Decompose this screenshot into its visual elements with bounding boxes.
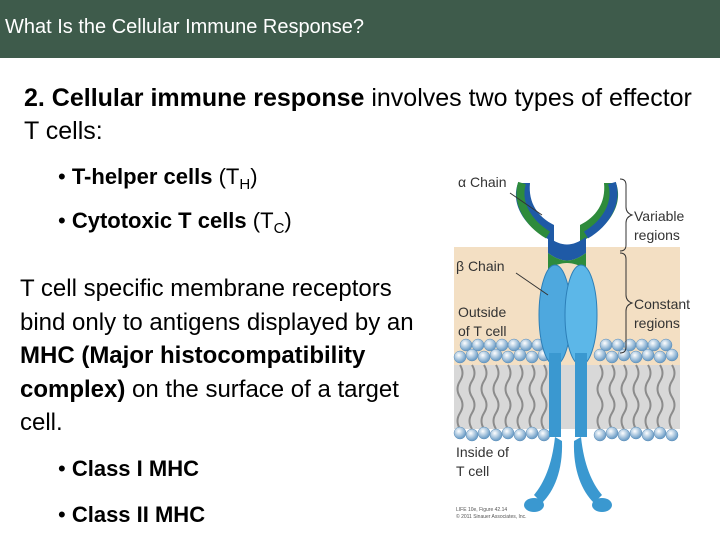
beta-pointer: [515, 272, 549, 296]
intro-bold: 2. Cellular immune response: [24, 84, 365, 112]
header-bar: What Is the Cellular Immune Response?: [0, 0, 720, 58]
t-helper-label: T-helper cells: [71, 164, 213, 189]
cytotoxic-label: Cytotoxic T cells: [71, 208, 247, 233]
t-helper-sub: H: [239, 176, 251, 193]
bullet-class-1: • Class I MHC: [58, 456, 199, 482]
body-text-1: T cell specific membrane receptors bind …: [20, 275, 414, 336]
variable-label-1: Variable: [634, 208, 685, 224]
phospholipid-tails: [454, 364, 680, 430]
bullet-dot: •: [58, 456, 66, 481]
inside-label-1: Inside of: [456, 444, 509, 460]
class-1-label: Class I MHC: [71, 456, 199, 481]
class-2-label: Class II MHC: [71, 502, 206, 527]
body-text-2: on the surface of a target cell.: [20, 375, 399, 437]
receptor-protein: [515, 181, 619, 512]
bullet-cytotoxic: • Cytotoxic T cells (TC): [58, 208, 292, 237]
body-paragraph: T cell specific membrane receptors bind …: [20, 272, 440, 440]
alpha-pointer: [509, 192, 543, 216]
intro-text: involves two types of effector T cells:: [24, 84, 692, 145]
figure-credit-1: LIFE 10e, Figure 42.14: [456, 507, 507, 513]
alpha-chain-label: α Chain: [458, 174, 507, 190]
bullet-dot: •: [58, 208, 66, 233]
cytotoxic-paren: (T: [246, 208, 274, 233]
variable-bracket: [619, 178, 634, 252]
outside-label-2: of T cell: [458, 323, 507, 339]
figure-credit-2: © 2011 Sinauer Associates, Inc.: [456, 513, 527, 520]
cytotoxic-sub: C: [273, 220, 285, 237]
cytotoxic-close: ): [284, 208, 292, 233]
outside-label-1: Outside: [458, 304, 506, 320]
bullet-dot: •: [58, 164, 66, 189]
membrane-heads-bottom: [453, 426, 679, 442]
intro-paragraph: 2. Cellular immune response involves two…: [24, 82, 694, 148]
slide-title: What Is the Cellular Immune Response?: [5, 16, 365, 38]
membrane-heads-top: [453, 338, 679, 364]
bullet-class-2: • Class II MHC: [58, 502, 205, 528]
t-cell-receptor-diagram: α Chain β Chain Variable regions Constan…: [453, 174, 690, 520]
body-bold: MHC (Major histocompatibility complex): [20, 342, 366, 403]
variable-label-2: regions: [634, 227, 680, 243]
constant-label-2: regions: [634, 315, 680, 331]
constant-bracket: [619, 252, 634, 354]
bullet-t-helper: • T-helper cells (TH): [58, 164, 258, 193]
beta-chain-label: β Chain: [456, 258, 505, 274]
t-helper-paren: (T: [212, 164, 240, 189]
t-helper-close: ): [250, 164, 258, 189]
constant-label-1: Constant: [634, 296, 690, 312]
bullet-dot: •: [58, 502, 66, 527]
inside-label-2: T cell: [456, 463, 489, 479]
